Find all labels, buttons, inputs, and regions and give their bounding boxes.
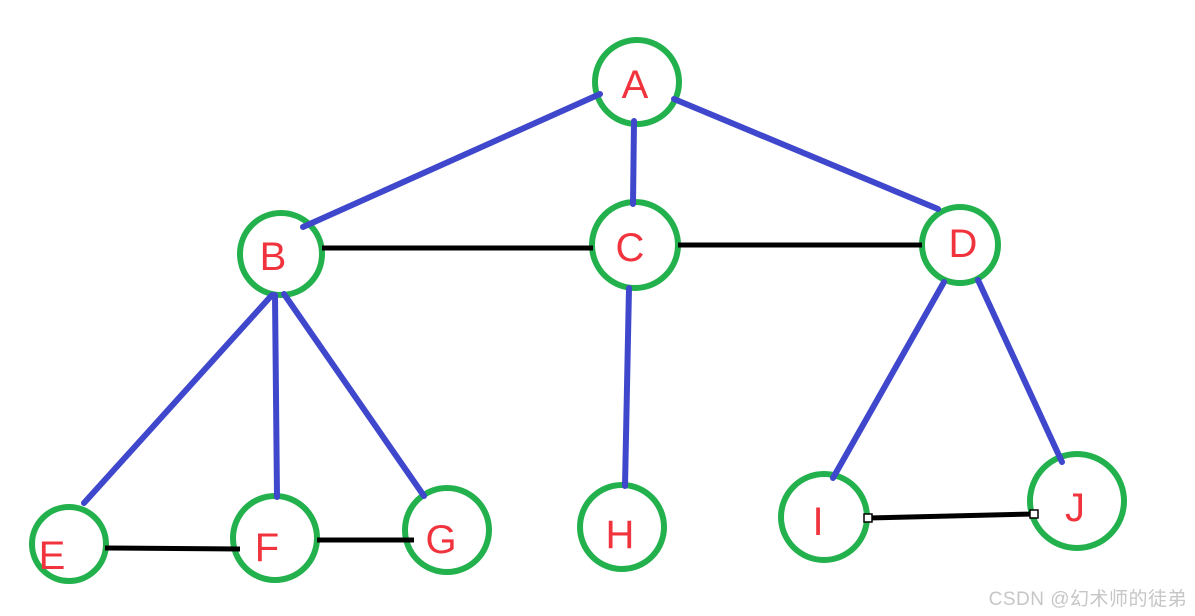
- edge-B-F: [272, 292, 280, 500]
- node-circle-I: [778, 471, 870, 563]
- node-circle-H: [577, 482, 667, 572]
- node-label-F: F: [255, 526, 279, 570]
- node-label-C: C: [616, 226, 645, 270]
- csdn-watermark: CSDN @幻术师的徒弟: [988, 589, 1187, 610]
- node-circle-G: [402, 485, 492, 575]
- edge-C-H: [622, 285, 632, 489]
- edge-endpoint-handle-I-J-1: [1029, 509, 1039, 519]
- node-circle-J: [1027, 451, 1127, 551]
- edge-A-D: [671, 96, 941, 212]
- node-circle-A: [592, 37, 682, 127]
- node-label-B: B: [260, 235, 287, 279]
- edge-A-B: [300, 91, 603, 230]
- edge-B-G: [281, 291, 427, 499]
- node-label-A: A: [622, 63, 649, 107]
- edge-D-I: [830, 279, 947, 481]
- node-label-D: D: [949, 222, 978, 266]
- edge-B-E: [81, 292, 275, 506]
- edge-D-J: [975, 277, 1065, 465]
- edge-I-J: [867, 511, 1035, 521]
- node-label-G: G: [425, 518, 456, 562]
- edge-A-C: [630, 118, 637, 207]
- node-label-H: H: [606, 513, 635, 557]
- node-label-E: E: [39, 534, 66, 578]
- node-circle-E: [29, 504, 109, 584]
- node-label-J: J: [1065, 486, 1085, 530]
- node-circle-B: [237, 210, 325, 298]
- edge-E-F: [104, 545, 241, 552]
- node-label-I: I: [812, 500, 823, 544]
- edge-endpoint-handle-I-J-0: [863, 513, 873, 523]
